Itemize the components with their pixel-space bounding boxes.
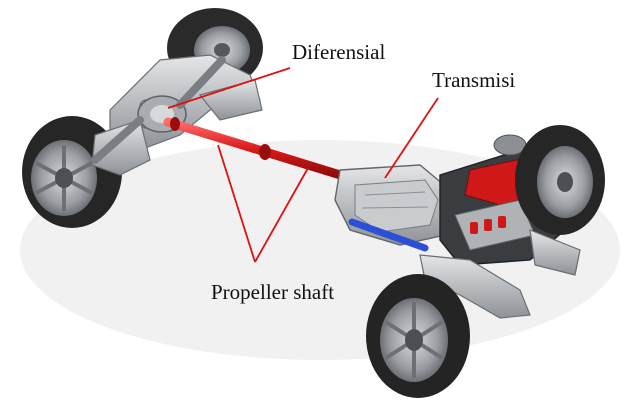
rear-halfshaft-left (91, 116, 144, 164)
rear-left-wheel (22, 116, 122, 228)
leader-line-differential (167, 67, 291, 109)
label-transmission: Transmisi (432, 68, 516, 92)
leader-line-propeller-2 (254, 167, 309, 263)
label-differential: Diferensial (292, 40, 386, 64)
front-left-wheel (366, 274, 470, 398)
propeller-shaft (163, 117, 355, 183)
front-right-wheel (515, 125, 605, 235)
leader-line-transmission (384, 97, 439, 179)
rear-halfshaft-right (176, 56, 226, 109)
front-output-shaft (348, 218, 429, 252)
leader-line-propeller-1 (217, 144, 256, 263)
leader-lines (167, 67, 439, 263)
front-subframe (419, 229, 581, 319)
label-propeller-shaft: Propeller shaft (211, 280, 335, 304)
